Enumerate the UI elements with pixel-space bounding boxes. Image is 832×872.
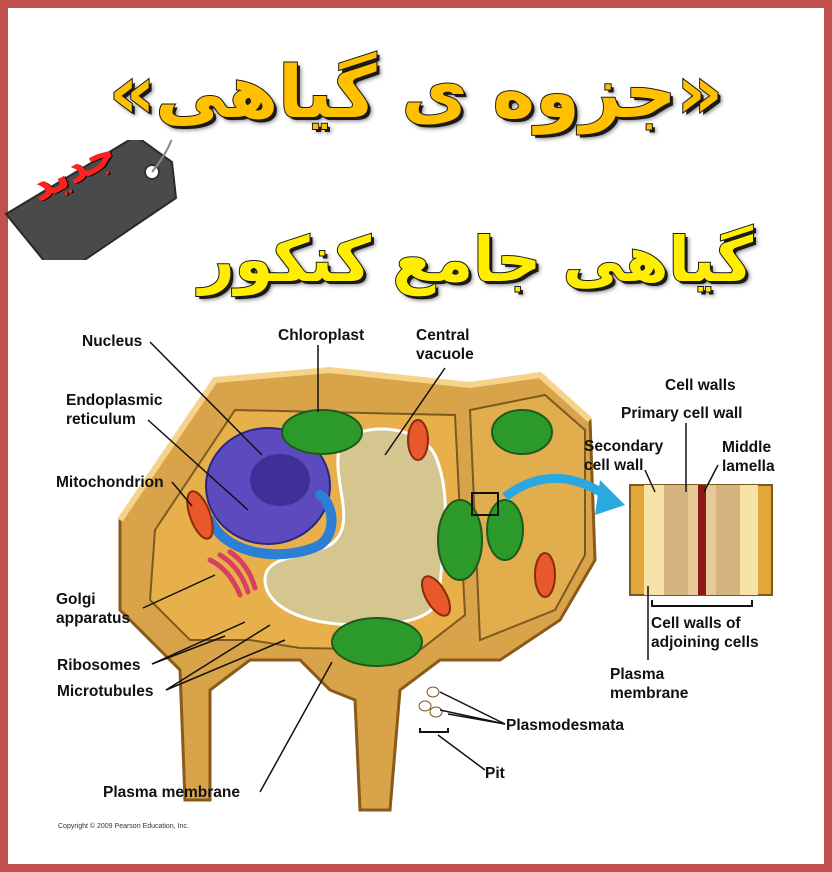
- endoplasmic-reticulum: [205, 490, 337, 560]
- label-plasmodesmata: Plasmodesmata: [506, 717, 625, 734]
- label-nucleus: Nucleus: [82, 333, 143, 350]
- new-tag-icon: [4, 140, 178, 260]
- copyright-text: Copyright © 2009 Pearson Education, Inc.: [58, 823, 189, 830]
- label-golgi-apparatus: Golgi apparatus: [56, 591, 131, 627]
- label-endoplasmic-reticulum: Endoplasmic reticulum: [66, 392, 163, 428]
- chloroplast-right: [437, 499, 483, 581]
- label-primary-cell-wall: Primary cell wall: [621, 405, 743, 422]
- cell-wall-inset: [629, 484, 773, 596]
- label-mitochondrion: Mitochondrion: [56, 474, 164, 491]
- label-middle-lamella: Middle lamella: [722, 439, 775, 475]
- label-central-vacuole: Central vacuole: [416, 327, 474, 363]
- label-plasma-membrane: Plasma membrane: [103, 784, 240, 801]
- chloroplast-top: [281, 409, 363, 455]
- zoom-arrow-icon: [502, 473, 608, 501]
- poster-title: «جزوه ی گیاهی»: [108, 49, 724, 135]
- mitochondrion: [186, 490, 214, 540]
- golgi-apparatus: [207, 549, 258, 598]
- label-secondary-cell-wall: Secondary cell wall: [584, 438, 664, 474]
- label-pit: Pit: [485, 765, 505, 782]
- label-cell-walls-adjoining: Cell walls of adjoining cells: [651, 615, 759, 651]
- chloroplast-bottom: [331, 617, 423, 667]
- label-cell-walls: Cell walls: [665, 377, 736, 394]
- poster-subtitle: گیاهی جامع کنکور: [198, 222, 754, 297]
- chloroplast-neighbor-2: [486, 499, 524, 561]
- chloroplast-neighbor: [491, 409, 553, 455]
- label-chloroplast: Chloroplast: [278, 327, 365, 344]
- label-ribosomes: Ribosomes: [57, 657, 141, 674]
- label-plasma-membrane-inset: Plasma membrane: [610, 666, 689, 702]
- label-microtubules: Microtubules: [57, 683, 154, 700]
